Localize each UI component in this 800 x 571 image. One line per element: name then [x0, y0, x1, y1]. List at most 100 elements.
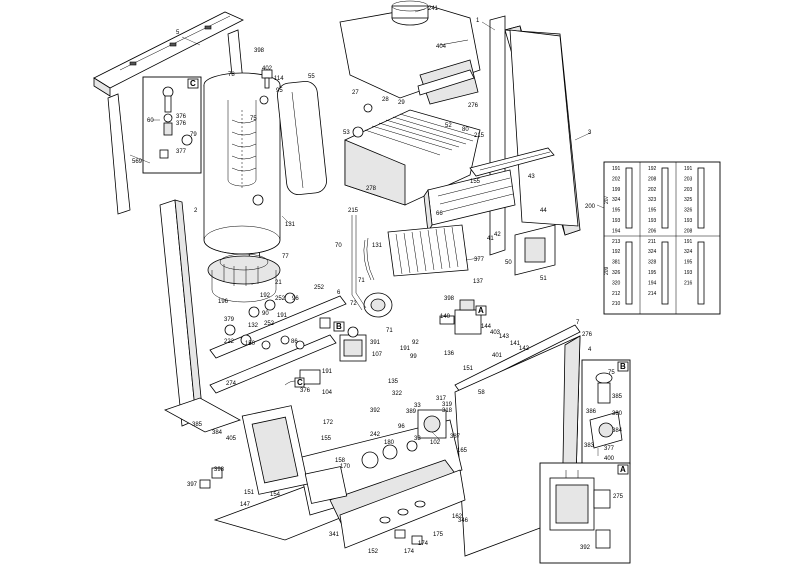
label-155: 155: [470, 179, 481, 185]
hydraulic-manifold: [209, 292, 347, 394]
table-cell: 214: [648, 291, 657, 297]
cylinder-heat-exchanger: [203, 72, 281, 255]
table-cell: 195: [612, 208, 621, 214]
label-104: 104: [322, 390, 333, 396]
label-274: 274: [226, 381, 237, 387]
label-95: 95: [276, 88, 283, 94]
table-cell: 192: [612, 249, 621, 255]
combustion-door: [514, 224, 556, 276]
table-cell: 193: [684, 270, 693, 276]
main-b-letter: B: [336, 322, 342, 331]
label-175: 175: [433, 532, 444, 538]
table-cell: 192: [648, 166, 657, 172]
circulation-pump: [363, 237, 393, 318]
label-4: 4: [588, 347, 592, 353]
label-150: 150: [245, 341, 256, 347]
main-c-letter: C: [297, 378, 303, 387]
label-29: 29: [398, 100, 405, 106]
label-165: 165: [457, 448, 468, 454]
right-casing-panel: [489, 15, 581, 256]
label-398c: 398: [214, 467, 225, 473]
label-28: 28: [382, 97, 389, 103]
label-174b: 174: [404, 549, 415, 555]
label-136: 136: [444, 351, 455, 357]
label-207: 207: [604, 195, 610, 204]
label-75: 75: [250, 116, 257, 122]
table-cell: 324: [648, 249, 657, 255]
label-376d: 376: [176, 121, 187, 127]
label-402: 402: [262, 66, 273, 72]
view-c-callout-tag: [294, 377, 305, 388]
label-79: 79: [190, 132, 197, 138]
label-215b: 215: [348, 208, 359, 214]
label-392: 392: [370, 408, 381, 414]
label-151: 151: [463, 366, 474, 372]
top-mounting-bracket: [93, 11, 244, 97]
label-96b: 96: [398, 424, 405, 430]
table-cell: 211: [648, 239, 656, 245]
view-b-letter: B: [620, 362, 626, 371]
label-398b: 398: [444, 296, 455, 302]
label-131b: 131: [372, 243, 383, 249]
label-33a: 33: [414, 403, 421, 409]
label-377: 377: [474, 257, 485, 263]
flue-hood: [339, 0, 481, 105]
label-135: 135: [388, 379, 399, 385]
label-44: 44: [540, 208, 547, 214]
label-376a: 376: [300, 388, 311, 394]
label-71a: 71: [358, 278, 365, 284]
table-cell: 210: [612, 301, 621, 307]
table-cell: 381: [612, 260, 621, 266]
label-222: 222: [224, 339, 235, 345]
label-144: 144: [481, 324, 492, 330]
label-242: 242: [370, 432, 381, 438]
spare-table-rows: 1912021993241951931942131923813263202122…: [612, 166, 693, 307]
view-tag-letters: C B A A B C: [190, 79, 626, 474]
label-400: 400: [604, 456, 615, 462]
label-252a: 252: [314, 285, 325, 291]
label-158: 158: [335, 458, 346, 464]
table-cell: 194: [648, 280, 657, 286]
burner-grill: [387, 224, 469, 277]
label-142: 142: [519, 346, 530, 352]
label-5: 5: [176, 30, 180, 36]
table-cell: 203: [684, 187, 693, 193]
label-72: 72: [350, 301, 357, 307]
leader-lines: [129, 8, 605, 441]
diverter-valve: [339, 326, 367, 362]
label-90: 90: [262, 311, 269, 317]
label-43: 43: [528, 174, 535, 180]
label-60: 60: [147, 118, 154, 124]
label-21: 21: [275, 280, 282, 286]
label-172: 172: [323, 420, 334, 426]
label-141: 141: [510, 341, 521, 347]
label-317: 317: [436, 396, 447, 402]
label-392b: 392: [580, 545, 591, 551]
label-191a: 191: [277, 313, 288, 319]
label-155b: 155: [321, 436, 332, 442]
label-319: 319: [442, 402, 453, 408]
view-b-inset: [581, 359, 631, 465]
label-215a: 215: [474, 133, 485, 139]
label-379: 379: [224, 317, 235, 323]
label-51: 51: [540, 276, 547, 282]
label-114: 114: [274, 76, 284, 82]
label-191c: 191: [322, 369, 333, 375]
exchanger-fins: [371, 113, 479, 151]
table-cell: 203: [684, 176, 693, 182]
label-241: 241: [428, 6, 439, 12]
table-cell: 328: [648, 260, 657, 266]
label-131a: 131: [285, 222, 296, 228]
label-55: 55: [308, 74, 315, 80]
small-connectors: [199, 467, 223, 489]
label-276: 276: [468, 103, 479, 109]
label-170: 170: [340, 464, 351, 470]
label-346: 346: [458, 518, 469, 524]
label-569: 569: [132, 159, 143, 165]
label-6: 6: [337, 290, 341, 296]
label-377c: 377: [176, 149, 187, 155]
table-cell: 324: [612, 197, 621, 203]
label-80: 80: [462, 127, 469, 133]
